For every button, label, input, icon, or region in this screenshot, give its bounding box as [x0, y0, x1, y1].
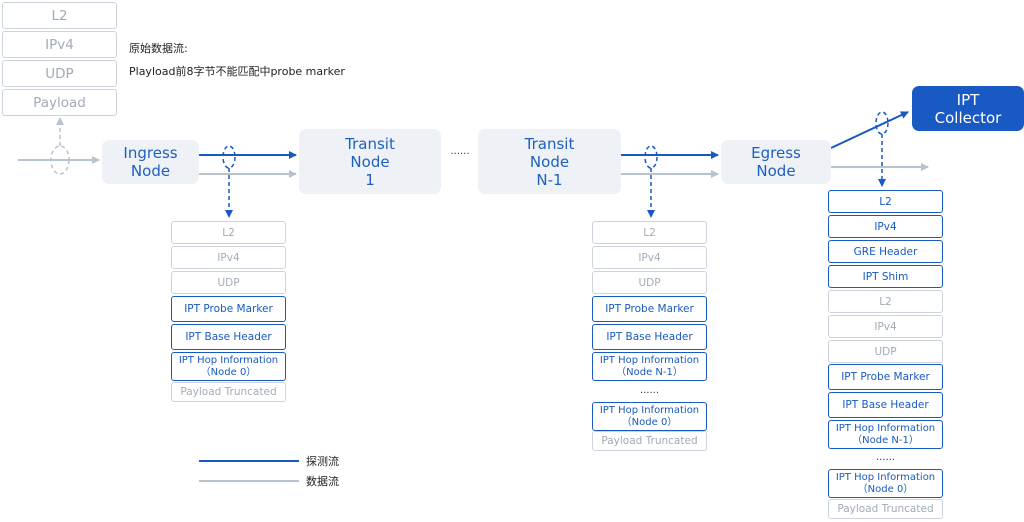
- ingress-node-line2: Node: [130, 162, 171, 180]
- transit-layer-base-header: IPT Base Header: [592, 324, 707, 350]
- transit-layer-payload-truncated: Payload Truncated: [592, 431, 707, 451]
- egress-layer-hop-info-node-n-1: IPT Hop Information （Node N-1）: [828, 420, 943, 449]
- hop-info-label: IPT Hop Information: [835, 422, 936, 434]
- legend-data-label: 数据流: [306, 475, 339, 488]
- egress-node-line1: Egress: [751, 144, 801, 162]
- source-layer-payload: Payload: [2, 89, 117, 116]
- probe-flow-egress-collector: [830, 111, 909, 149]
- egress-layer-hop-info-node0: IPT Hop Information （Node 0）: [828, 469, 943, 498]
- hop-info-label: IPT Hop Information: [178, 354, 279, 366]
- ingress-layer-base-header: IPT Base Header: [171, 324, 286, 350]
- hop-info-node: （Node 0）: [857, 483, 914, 495]
- legend-probe-label: 探测流: [306, 455, 339, 468]
- note-description: Playload前8字节不能匹配中probe marker: [129, 65, 345, 78]
- egress-node-line2: Node: [756, 162, 796, 180]
- hop-info-label: IPT Hop Information: [599, 354, 700, 366]
- egress-layer-ipt-shim: IPT Shim: [828, 265, 943, 288]
- source-layer-l2: L2: [2, 2, 117, 29]
- hop-info-node: （Node 0）: [200, 366, 257, 378]
- egress-layer-probe-marker: IPT Probe Marker: [828, 364, 943, 390]
- tap-ellipse-egress: [875, 111, 889, 135]
- egress-layer-outer-l2: L2: [828, 190, 943, 213]
- note-title: 原始数据流:: [129, 42, 188, 55]
- ingress-layer-payload-truncated: Payload Truncated: [171, 382, 286, 402]
- transit-layer-l2: L2: [592, 221, 707, 244]
- ingress-layer-hop-info-node0: IPT Hop Information （Node 0）: [171, 352, 286, 381]
- hop-info-label: IPT Hop Information: [599, 404, 700, 416]
- egress-layer-outer-ipv4: IPv4: [828, 215, 943, 238]
- transit-node-1-line1: Transit: [345, 134, 395, 153]
- ipt-collector-line1: IPT: [956, 90, 980, 109]
- hop-info-node: （Node N-1）: [852, 434, 919, 446]
- egress-layer-l2: L2: [828, 290, 943, 313]
- transit-layer-hop-info-node0: IPT Hop Information （Node 0）: [592, 402, 707, 431]
- source-layer-ipv4: IPv4: [2, 31, 117, 58]
- transit-layer-udp: UDP: [592, 271, 707, 294]
- transit-layer-hop-info-node-n-1: IPT Hop Information （Node N-1）: [592, 352, 707, 381]
- egress-stack-ellipsis: ......: [875, 452, 896, 463]
- ingress-layer-l2: L2: [171, 221, 286, 244]
- ingress-layer-udp: UDP: [171, 271, 286, 294]
- transit-node-n-1-line3: N-1: [536, 170, 563, 189]
- ingress-layer-probe-marker: IPT Probe Marker: [171, 296, 286, 322]
- transit-ellipsis: ......: [450, 146, 470, 157]
- egress-layer-ipv4: IPv4: [828, 315, 943, 338]
- egress-layer-gre-header: GRE Header: [828, 240, 943, 263]
- egress-layer-base-header: IPT Base Header: [828, 392, 943, 418]
- egress-layer-udp: UDP: [828, 340, 943, 363]
- transit-node-1-line3: 1: [365, 170, 375, 189]
- tap-ellipse-ingress: [222, 145, 236, 169]
- transit-node-n-1-line2: Node: [529, 152, 570, 171]
- transit-node-1-line2: Node: [350, 152, 390, 171]
- tap-ellipse-transit: [644, 145, 658, 169]
- ingress-layer-ipv4: IPv4: [171, 246, 286, 269]
- transit-stack-ellipsis: ......: [639, 385, 660, 396]
- transit-layer-ipv4: IPv4: [592, 246, 707, 269]
- hop-info-node: （Node 0）: [621, 416, 678, 428]
- hop-info-label: IPT Hop Information: [835, 471, 936, 483]
- hop-info-node: （Node N-1）: [616, 366, 683, 378]
- transit-layer-probe-marker: IPT Probe Marker: [592, 296, 707, 322]
- source-layer-udp: UDP: [2, 60, 117, 87]
- tap-ellipse-source: [50, 145, 70, 175]
- transit-node-n-1-line1: Transit: [524, 134, 575, 153]
- ingress-node-line1: Ingress: [123, 144, 178, 162]
- ipt-collector-line2: Collector: [934, 108, 1002, 127]
- egress-layer-payload-truncated: Payload Truncated: [828, 499, 943, 519]
